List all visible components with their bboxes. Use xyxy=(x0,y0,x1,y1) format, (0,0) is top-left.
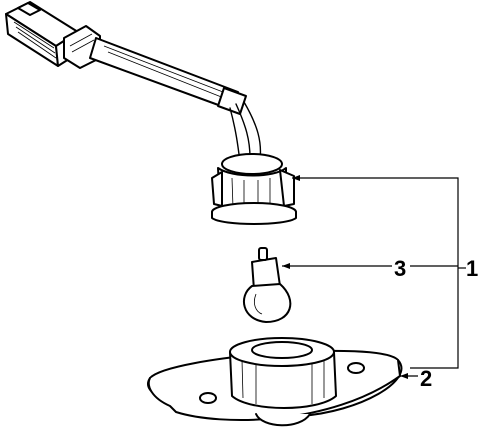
lamp-housing xyxy=(147,337,403,427)
leader-1-arrow xyxy=(292,175,300,181)
bulb-socket xyxy=(211,153,297,225)
leader-1-bracket xyxy=(292,177,459,369)
leader-2-arrow xyxy=(400,373,408,379)
callout-2: 2 xyxy=(420,366,432,391)
leader-3-arrow xyxy=(282,263,290,269)
harness-cable xyxy=(89,37,262,163)
bulb xyxy=(243,247,292,323)
leader-lines xyxy=(282,175,466,379)
callout-1: 1 xyxy=(466,256,478,281)
harness-connector xyxy=(5,1,101,69)
callout-3: 3 xyxy=(394,256,406,281)
